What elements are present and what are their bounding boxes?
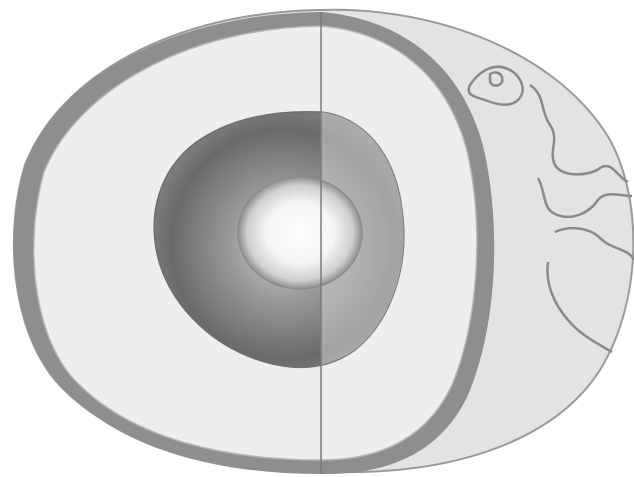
- inner-core-layer: [238, 177, 362, 289]
